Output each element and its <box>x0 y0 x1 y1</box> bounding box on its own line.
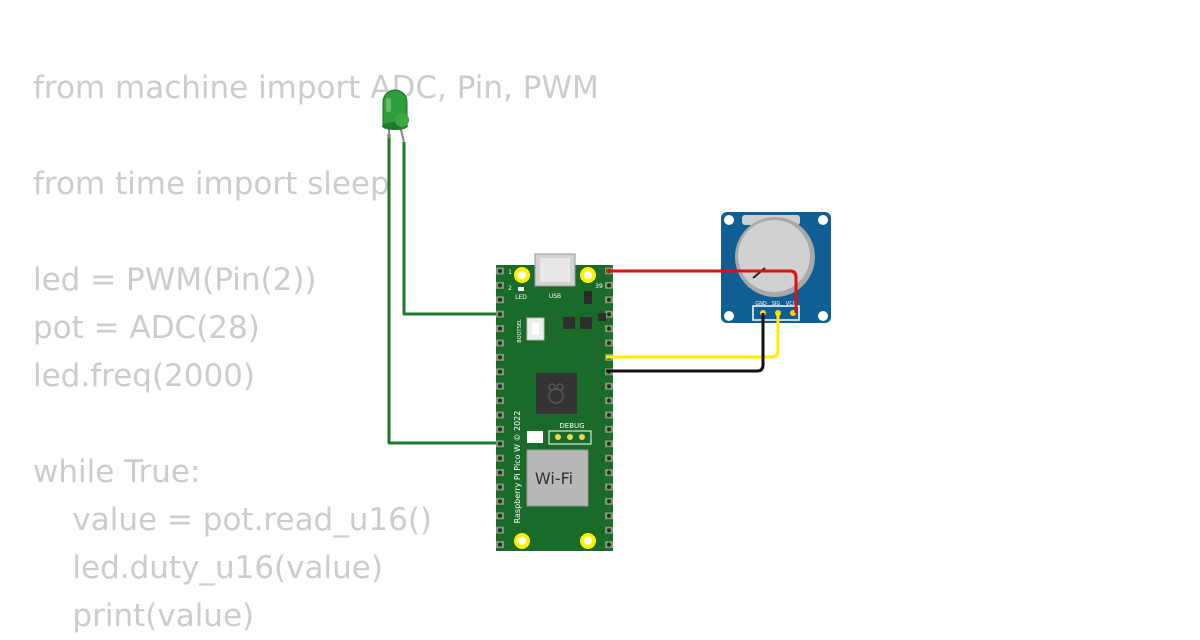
pico-pin-hole <box>607 326 611 331</box>
pico-pin-hole <box>607 542 611 547</box>
pico-pin-hole <box>607 513 611 518</box>
pico-pin-hole <box>607 341 611 345</box>
code-line: led = PWM(Pin(2)) <box>33 262 317 298</box>
code-line: led.freq(2000) <box>33 358 256 394</box>
pico-pin-hole <box>498 441 502 446</box>
pico-pin-hole <box>607 384 611 389</box>
pico-pin-hole <box>607 499 611 504</box>
code-line: from machine import ADC, Pin, PWM <box>33 70 599 106</box>
pin39-label: 39 <box>595 283 603 290</box>
wifi-module <box>526 449 589 507</box>
gnd-label: GND <box>755 301 767 307</box>
pico-pin-hole <box>498 398 502 403</box>
signal-wire <box>606 313 780 359</box>
board-label: Raspberry Pi Pico W © 2022 <box>513 411 522 524</box>
usb-label: USB <box>549 293 561 300</box>
code-line: while True: <box>33 454 201 490</box>
pico-pin-hole <box>498 542 502 547</box>
pico-pin-hole <box>607 297 611 302</box>
pico-pin-hole <box>498 369 502 374</box>
pico-pin-hole <box>607 485 611 489</box>
pico-pin-hole <box>498 312 502 317</box>
pico-pin-hole <box>498 341 502 345</box>
pico-pin-hole <box>607 470 611 475</box>
pico-pin-hole <box>498 269 502 273</box>
pico-board[interactable]: USB LED 1 2 39 BOOTSEL DEBUG Wi-Fi <box>496 253 613 551</box>
pico-pin-hole <box>498 528 502 533</box>
led-anode-wire <box>402 142 500 316</box>
led-cathode-wire <box>387 134 500 445</box>
code-listing: from machine import ADC, Pin, PWM from ti… <box>33 64 599 640</box>
pico-pin-hole <box>498 355 502 360</box>
code-line: print(value) <box>33 598 255 634</box>
ground-wire <box>606 313 765 373</box>
rp2040-chip <box>536 373 577 414</box>
pin2-label: 2 <box>508 285 512 292</box>
pico-pin-hole <box>607 441 611 446</box>
pico-pin-hole <box>607 283 611 288</box>
pico-pin-hole <box>498 413 502 417</box>
pico-pin-hole <box>498 326 502 331</box>
pico-pin-hole <box>607 456 611 461</box>
pico-pin-hole <box>498 297 502 302</box>
code-line: value = pot.read_u16() <box>33 502 433 538</box>
vcc-label: VCC <box>786 301 797 307</box>
debug-label: DEBUG <box>559 422 584 430</box>
pico-pin-hole <box>498 283 502 288</box>
bootsel-label: BOOTSEL <box>517 319 523 343</box>
led-label: LED <box>515 294 527 301</box>
raspberry-logo-icon <box>548 383 564 404</box>
pico-pin-hole <box>498 499 502 504</box>
pico-pin-hole <box>607 312 611 317</box>
pico-pin-hole <box>498 384 502 389</box>
pico-pin-hole <box>498 513 502 518</box>
green-led[interactable] <box>382 89 409 143</box>
pico-pin-hole <box>607 398 611 403</box>
code-line: pot = ADC(28) <box>33 310 260 346</box>
pico-pin-hole <box>498 485 502 489</box>
pico-pin-hole <box>607 528 611 533</box>
vcc-wire <box>606 269 798 313</box>
pico-pin-hole <box>607 427 611 432</box>
code-line: led.duty_u16(value) <box>33 550 383 586</box>
potentiometer-module[interactable]: GND SIG VCC <box>721 212 831 323</box>
onboard-led <box>518 287 524 291</box>
debug-button <box>527 431 543 443</box>
pico-pin-hole <box>498 427 502 432</box>
pico-pin-hole <box>498 456 502 461</box>
wifi-label: Wi-Fi <box>535 469 573 488</box>
sig-label: SIG <box>772 301 781 307</box>
code-line: from time import sleep <box>33 166 390 202</box>
pico-pin-hole <box>607 413 611 417</box>
pin1-label: 1 <box>508 269 512 276</box>
pico-pin-hole <box>498 470 502 475</box>
